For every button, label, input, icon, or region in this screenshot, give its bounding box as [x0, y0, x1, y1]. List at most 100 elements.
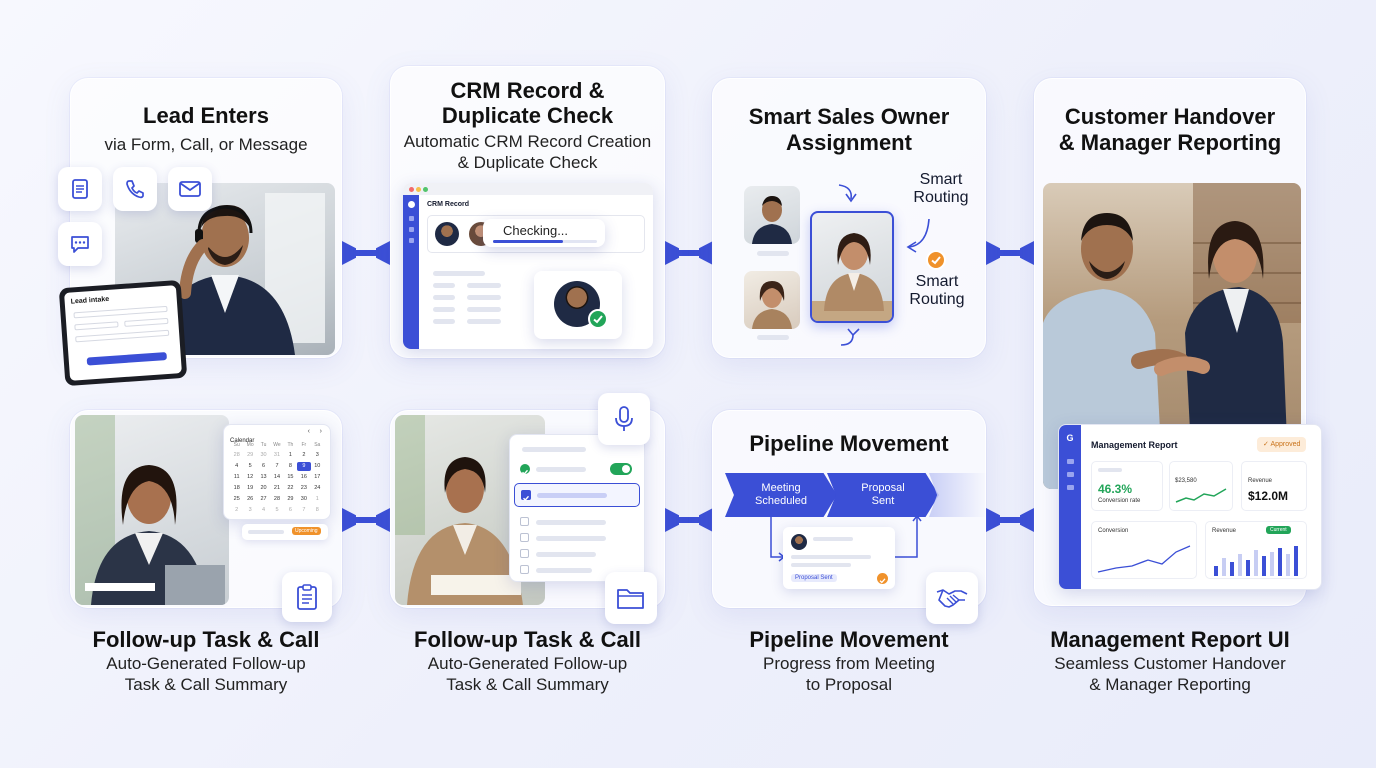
folder-button[interactable] — [605, 572, 657, 624]
calendar-day[interactable]: 1 — [315, 496, 319, 502]
task-checkbox[interactable] — [520, 565, 529, 574]
calendar-day[interactable]: 3 — [315, 452, 319, 458]
calendar-day[interactable]: 2 — [235, 507, 239, 513]
deal-card[interactable]: Proposal Sent — [783, 527, 895, 589]
duplicate-check-status: Checking... — [483, 219, 605, 247]
step-crm-title-1: CRM Record & — [450, 78, 605, 103]
calendar-day[interactable]: 6 — [262, 463, 266, 469]
message-channel-button[interactable] — [58, 222, 102, 266]
route-1-label-1: Smart — [919, 171, 963, 188]
voice-note-button[interactable] — [598, 393, 650, 445]
deal-stage-tag: Proposal Sent — [791, 574, 837, 582]
task-checkbox[interactable] — [520, 517, 529, 526]
form-field[interactable] — [124, 317, 169, 327]
revenue-chart-card: Revenue Current — [1205, 521, 1307, 579]
caption-line: Progress from Meeting — [763, 654, 935, 673]
phone-icon — [126, 180, 144, 199]
form-field[interactable] — [75, 329, 170, 343]
calendar-day[interactable]: 20 — [260, 485, 267, 491]
calendar-day[interactable]: 14 — [273, 474, 281, 480]
calendar-day[interactable]: 8 — [288, 463, 292, 469]
calendar-day[interactable]: 2 — [302, 452, 306, 458]
calendar-day[interactable]: 7 — [302, 507, 306, 513]
email-channel-button[interactable] — [168, 167, 212, 211]
deal-handshake-button[interactable] — [926, 572, 978, 624]
pipeline-stage-proposal[interactable]: Proposal Sent — [827, 473, 939, 517]
calendar-day[interactable]: 4 — [262, 507, 266, 513]
calendar-prev-icon[interactable]: ‹ — [307, 428, 310, 435]
revenue-chart-label: Revenue — [1212, 528, 1237, 534]
caption-line: to Proposal — [806, 675, 892, 694]
calendar-day[interactable]: 31 — [273, 452, 281, 458]
calendar-day[interactable]: 13 — [260, 474, 267, 480]
task-row[interactable] — [518, 531, 638, 545]
task-row[interactable] — [518, 563, 638, 577]
calendar-day[interactable]: 26 — [247, 496, 254, 502]
calendar-day[interactable]: 4 — [235, 463, 239, 469]
sparkline-icon — [1175, 488, 1227, 503]
pipeline-stage-meeting[interactable]: Meeting Scheduled — [725, 473, 837, 517]
task-row[interactable] — [518, 515, 638, 529]
calendar-day[interactable]: 28 — [273, 496, 281, 502]
calendar-day[interactable]: 12 — [247, 474, 254, 480]
form-field[interactable] — [74, 321, 119, 331]
approved-badge-label: Approved — [1270, 441, 1301, 448]
task-checkbox[interactable] — [520, 533, 529, 542]
task-toggle[interactable] — [610, 463, 632, 475]
calendar-day[interactable]: 22 — [287, 485, 294, 491]
task-checkbox-checked[interactable] — [521, 490, 531, 502]
calendar-day[interactable]: 3 — [248, 507, 252, 513]
assigned-owner-photo[interactable] — [810, 211, 894, 323]
stage-meeting-label-1: Meeting — [761, 482, 801, 494]
calendar-day[interactable]: 5 — [248, 463, 252, 469]
calendar-day[interactable]: 25 — [233, 496, 240, 502]
form-field[interactable] — [73, 305, 168, 319]
task-list-window — [509, 434, 645, 582]
calendar-status-tag: Upcoming — [292, 527, 321, 535]
calendar-next-icon[interactable]: › — [319, 428, 322, 435]
rep-photo-2[interactable] — [744, 271, 800, 329]
calendar-event-pill[interactable]: Upcoming — [242, 524, 328, 540]
calendar-day[interactable]: 28 — [233, 452, 240, 458]
calendar-day[interactable]: 5 — [275, 507, 279, 513]
calendar-day[interactable]: 8 — [315, 507, 319, 513]
calendar-day[interactable]: 6 — [288, 507, 292, 513]
calendar-day[interactable]: 24 — [314, 485, 321, 491]
conversion-chart-label: Conversion — [1098, 528, 1129, 534]
form-submit-button[interactable] — [86, 352, 167, 366]
calendar-day[interactable]: 18 — [233, 485, 240, 491]
calendar-day[interactable]: 11 — [233, 474, 240, 480]
calendar-day[interactable]: 21 — [273, 485, 281, 491]
calendar-day[interactable]: 10 — [314, 463, 321, 469]
calendar-day[interactable]: 30 — [260, 452, 267, 458]
rep-photo-1[interactable] — [744, 186, 800, 244]
mail-icon — [179, 181, 201, 197]
task-checkbox[interactable] — [520, 549, 529, 558]
calendar-day[interactable]: 19 — [247, 485, 254, 491]
calendar-day[interactable]: 15 — [287, 474, 294, 480]
checking-progress-fill — [493, 240, 563, 243]
calendar-day[interactable]: 16 — [300, 474, 307, 480]
task-checkbox-checked[interactable] — [520, 464, 530, 476]
chat-bubble-icon — [71, 236, 89, 253]
step-assign-card: Smart Sales Owner Assignment Smart Routi… — [712, 78, 986, 358]
calendar-day[interactable]: 1 — [288, 452, 292, 458]
step-crm-title-2: Duplicate Check — [441, 103, 614, 128]
calendar-day[interactable]: 23 — [300, 485, 307, 491]
task-row[interactable] — [518, 547, 638, 561]
task-row-selected[interactable] — [514, 483, 640, 507]
calendar-day[interactable]: 17 — [314, 474, 321, 480]
calendar-day[interactable]: 7 — [275, 463, 279, 469]
step-lead-title: Lead Enters — [143, 103, 269, 128]
calendar-day[interactable]: 27 — [260, 496, 267, 502]
matched-record-card[interactable] — [534, 271, 622, 339]
task-row[interactable] — [518, 461, 638, 477]
call-channel-button[interactable] — [113, 167, 157, 211]
calendar-day[interactable]: 30 — [300, 496, 307, 502]
task-clipboard-button[interactable] — [282, 572, 332, 622]
calendar-day[interactable]: 9 — [297, 462, 311, 471]
calendar-day[interactable]: 29 — [287, 496, 294, 502]
form-channel-button[interactable] — [58, 167, 102, 211]
calendar-day[interactable]: 29 — [247, 452, 254, 458]
